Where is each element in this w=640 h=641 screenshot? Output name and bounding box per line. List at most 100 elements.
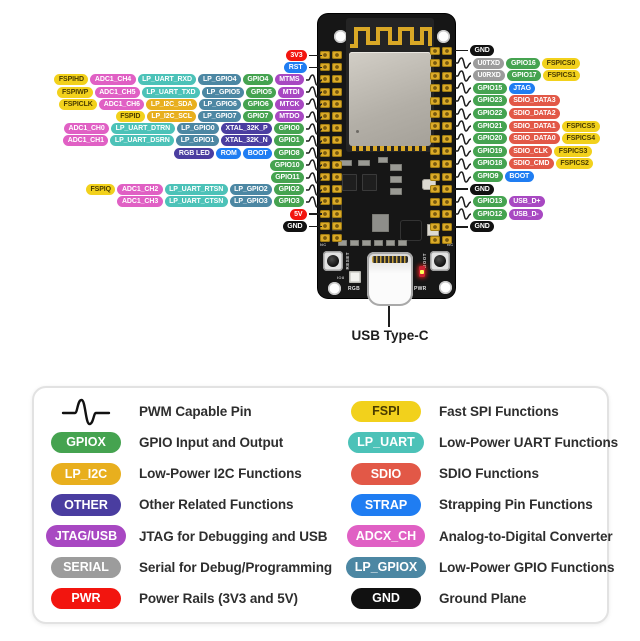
pwm-wave-icon <box>455 69 471 82</box>
legend-badge-cell: OTHER <box>42 494 130 516</box>
pin-badge-adc1-ch0: ADC1_CH0 <box>64 123 110 135</box>
usb-callout-label: USB Type-C <box>351 328 429 343</box>
pin-badge-lp-gpio3: LP_GPIO3 <box>229 196 273 208</box>
rgb-led <box>349 271 361 283</box>
pin-badge-gpio1: GPIO1 <box>274 135 304 147</box>
mounting-hole <box>439 281 452 294</box>
pin-row-right: GND <box>455 44 495 57</box>
reset-button <box>323 251 343 271</box>
pin-badge-gpio19: GPIO19 <box>473 145 507 157</box>
io8-silkscreen: IO8 <box>337 275 345 280</box>
pin-pad <box>320 173 330 181</box>
pin-badge-rst: RST <box>284 62 307 74</box>
pin-pad <box>430 222 440 231</box>
pin-badge-lp-uart-txd: LP_UART_TXD <box>141 86 200 98</box>
pin-pad <box>442 185 452 194</box>
legend-badge-lp-uart: LP_UART <box>348 431 424 454</box>
pin-pad <box>430 84 440 93</box>
pin-pad <box>320 185 330 194</box>
pwm-wave-icon <box>455 208 471 221</box>
pin-badge-mtdi: MTDI <box>278 86 304 98</box>
legend-text: Other Related Functions <box>139 497 294 513</box>
legend-text: Serial for Debug/Programming <box>139 559 332 575</box>
smd-component <box>338 240 347 246</box>
pin-connector-line <box>455 49 468 52</box>
legend-badge-cell: LP_GPIOX <box>342 556 430 579</box>
pwm-wave-icon <box>306 122 322 135</box>
pin-pad <box>442 235 452 244</box>
pin-pad <box>332 63 342 72</box>
pwm-wave-icon <box>306 74 322 86</box>
pin-badge-lp-uart-dsrn: LP_UART_DSRN <box>110 135 175 147</box>
smd-component <box>332 200 342 214</box>
pin-badge-mtck: MTCK <box>275 98 304 110</box>
pin-pad <box>332 124 342 133</box>
legend-badge-cell: ADCX_CH <box>342 525 430 547</box>
pwm-wave-icon <box>306 98 322 111</box>
legend-badge-cell: GPIOX <box>42 431 130 454</box>
pin-badge-boot: BOOT <box>504 171 534 182</box>
usb-c-connector <box>367 252 413 306</box>
pin-pad <box>332 173 342 181</box>
pin-row-left: RST <box>284 61 322 74</box>
pin-badge-sdio-cmd: SDIO_CMD <box>508 158 554 170</box>
legend-text: Strapping Pin Functions <box>439 497 593 513</box>
pin-pad <box>430 197 440 206</box>
emi-shield <box>349 52 431 146</box>
pin-badge-lp-gpio4: LP_GPIO4 <box>198 74 241 86</box>
pwm-wave-icon <box>306 183 322 196</box>
pin-badge-mtdo: MTDO <box>274 111 304 122</box>
legend-text: Low-Power GPIO Functions <box>439 559 615 575</box>
pin-badge-adc1-ch1: ADC1_CH1 <box>63 135 109 147</box>
legend-badge-other: OTHER <box>51 494 121 516</box>
pin-badge-gpio3: GPIO3 <box>274 196 304 208</box>
mounting-hole <box>328 282 341 295</box>
smd-component <box>350 240 359 246</box>
legend-item: ADCX_CH Analog-to-Digital Converter <box>342 521 613 551</box>
pin-badge-sdio-data3: SDIO_DATA3 <box>508 95 561 107</box>
pin-badge-gpio8: GPIO8 <box>274 147 304 159</box>
pin-badge-3v3: 3V3 <box>285 50 307 61</box>
pin-badge-fspics0: FSPICS0 <box>542 57 580 69</box>
legend-text: Analog-to-Digital Converter <box>439 528 613 544</box>
pin-pad <box>430 122 440 131</box>
pin-pad <box>430 59 440 68</box>
pin-pad <box>332 209 342 218</box>
crystal <box>422 179 436 190</box>
pin-pad <box>442 96 452 105</box>
pin-connector-line <box>309 66 322 69</box>
pwm-wave-icon <box>61 398 111 425</box>
pwm-wave-icon <box>455 95 471 107</box>
pwm-wave-icon <box>455 158 471 170</box>
smd-component <box>362 240 371 246</box>
pwm-wave-icon <box>306 147 322 159</box>
pin-badge-gpio11: GPIO11 <box>270 172 304 183</box>
pin-pad <box>442 59 452 68</box>
legend-item: PWM Capable Pin <box>42 397 342 427</box>
legend-item: LP_GPIOX Low-Power GPIO Functions <box>342 552 614 582</box>
pin-pad <box>430 46 440 55</box>
pin-pad <box>320 124 330 133</box>
legend-text: Power Rails (3V3 and 5V) <box>139 590 298 606</box>
pin-badge-fspiclk: FSPICLK <box>59 98 98 110</box>
smd-component <box>390 164 402 171</box>
pin-pad <box>332 87 342 96</box>
pwm-wave-icon <box>306 86 322 98</box>
pwm-wave-icon <box>306 135 322 147</box>
legend-badge-gpiox: GPIOX <box>51 431 121 454</box>
pin-pad <box>442 134 452 143</box>
